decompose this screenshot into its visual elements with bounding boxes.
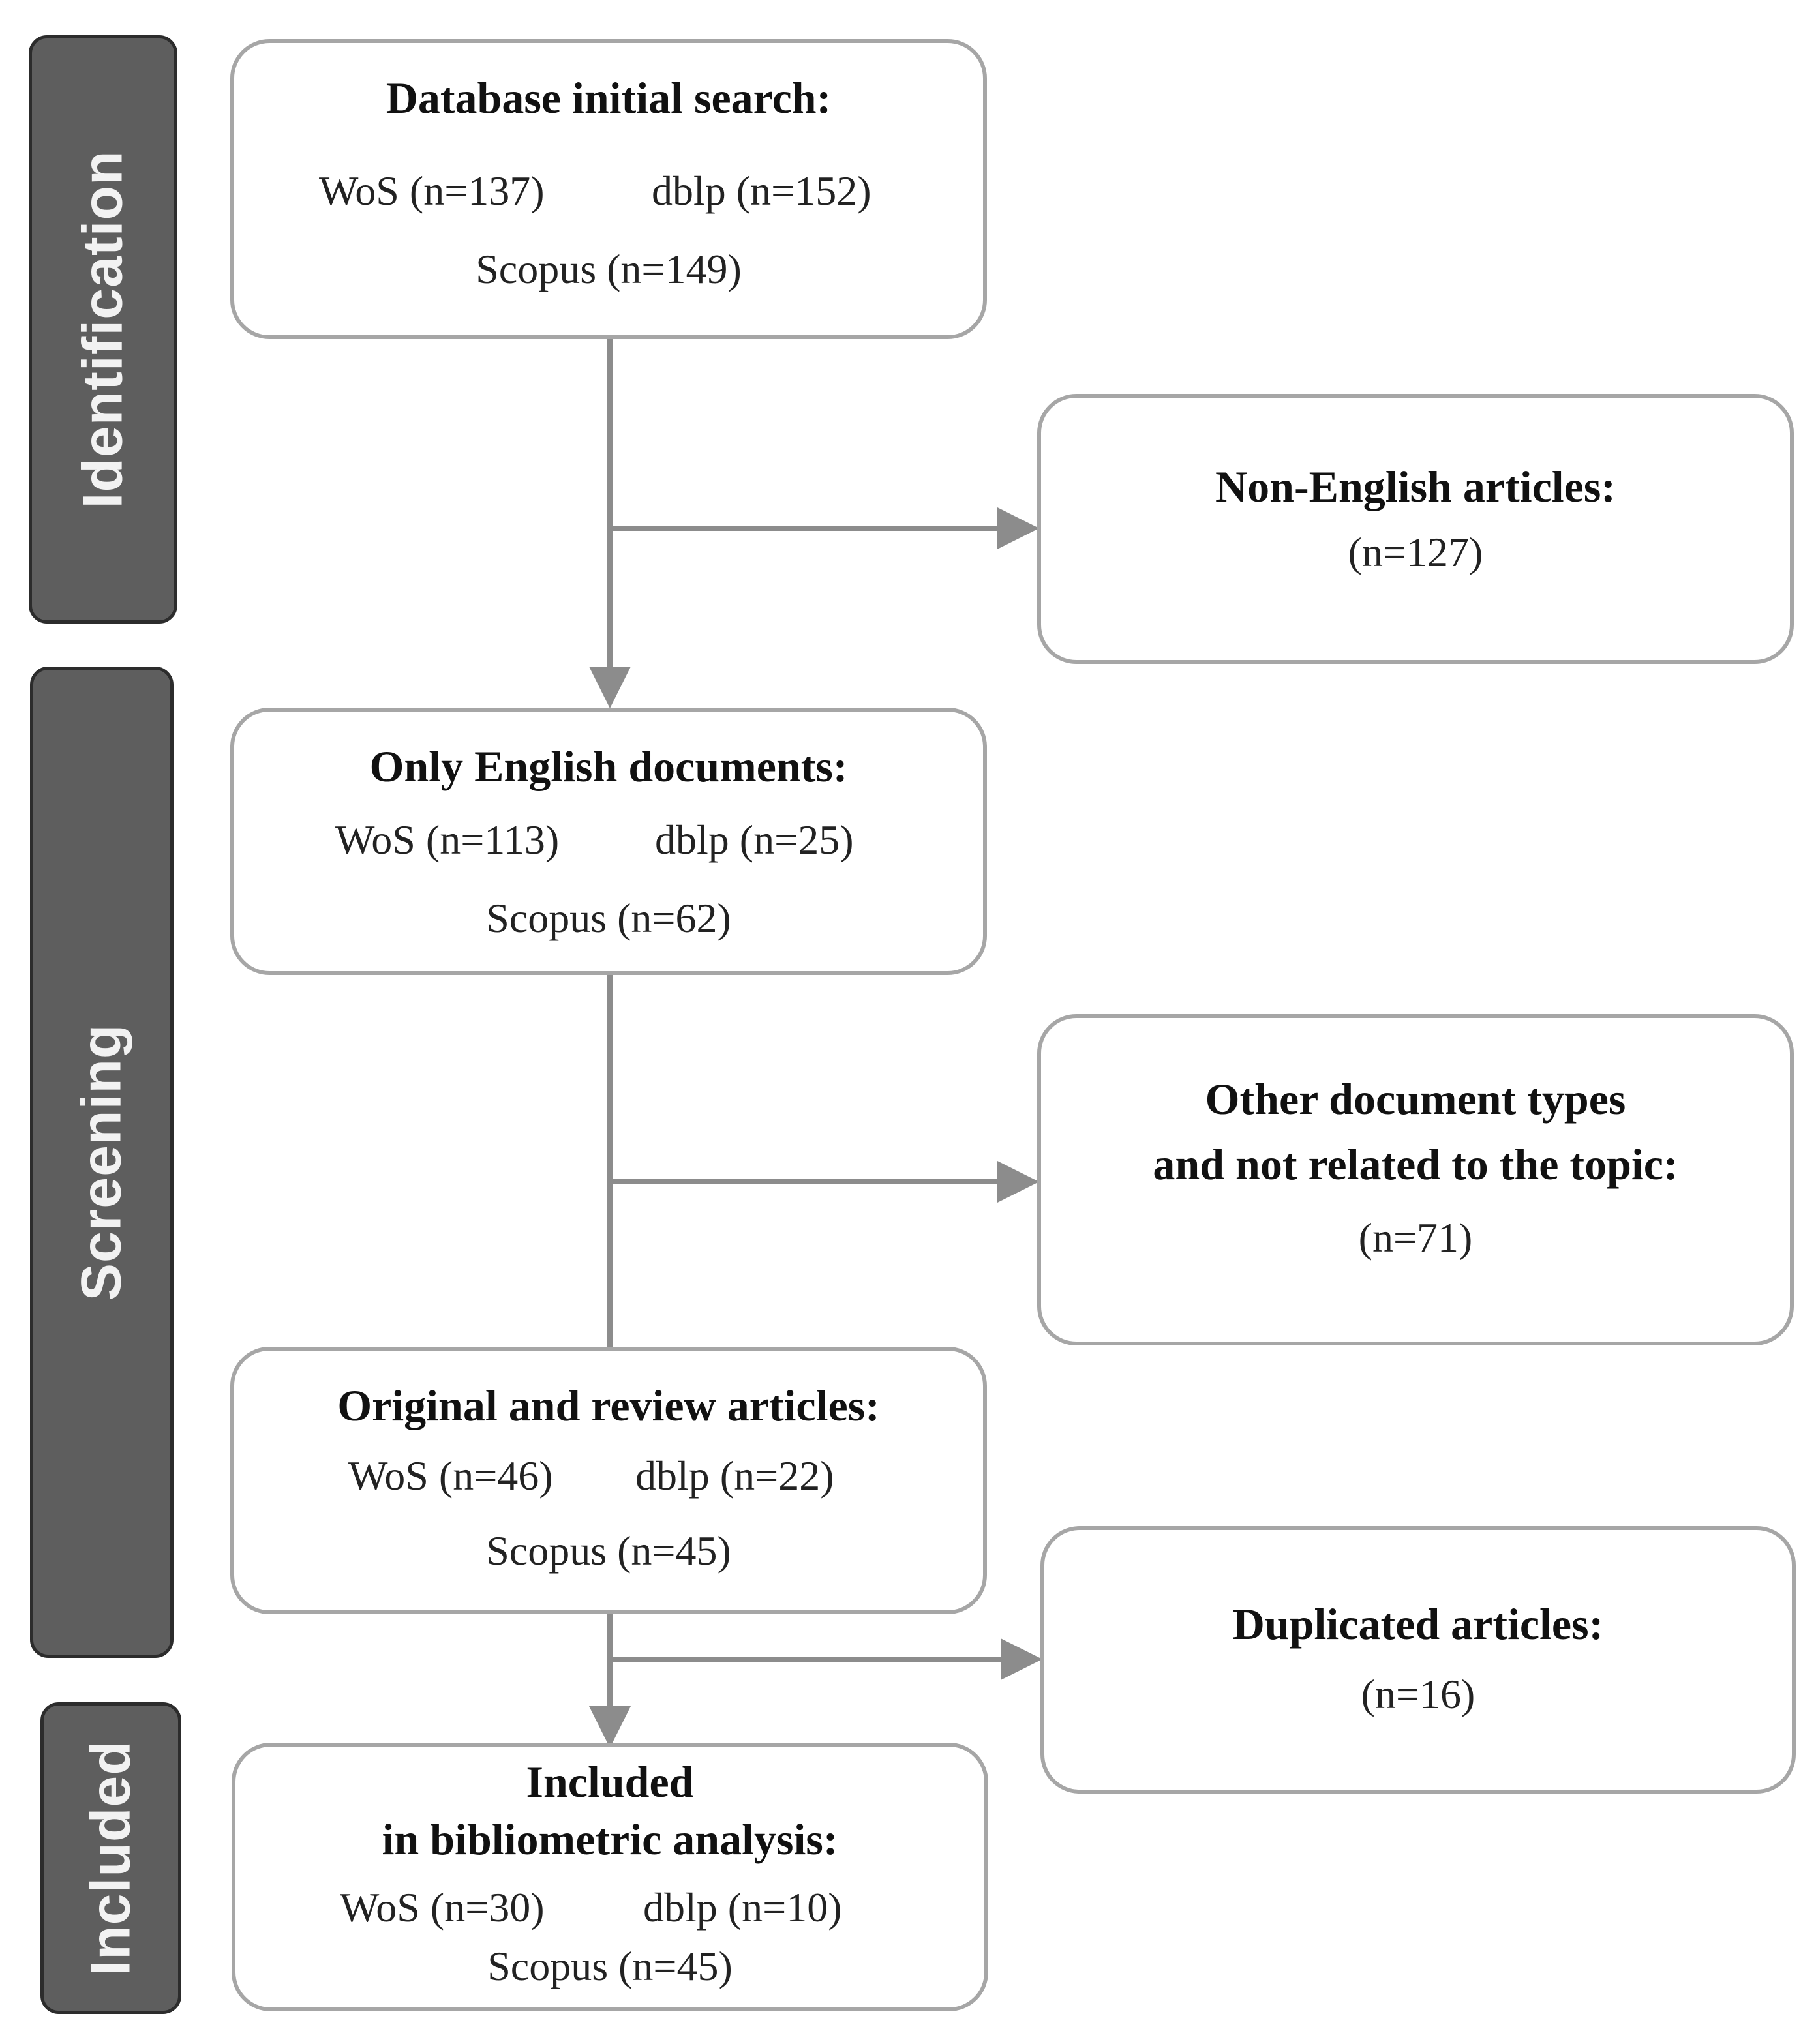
original-review-dblp: dblp (n=22) — [635, 1452, 834, 1499]
stage-screening-label: Screening — [70, 1023, 133, 1301]
box-included: Included in bibliometric analysis: WoS (… — [232, 1743, 988, 2011]
english-only-wos: WoS (n=113) — [335, 817, 560, 863]
box-duplicated: Duplicated articles: (n=16) — [1040, 1526, 1796, 1794]
stage-screening: Screening — [30, 667, 174, 1658]
english-only-scopus: Scopus (n=62) — [486, 895, 731, 941]
box-english-only: Only English documents: WoS (n=113) dblp… — [230, 708, 987, 975]
stage-included: Included — [40, 1702, 181, 2014]
included-dblp: dblp (n=10) — [643, 1884, 842, 1931]
stage-identification: Identification — [29, 35, 177, 624]
duplicated-title: Duplicated articles: — [1232, 1599, 1604, 1649]
duplicated-count: (n=16) — [1361, 1671, 1476, 1717]
original-review-title: Original and review articles: — [337, 1381, 880, 1430]
english-only-dblp: dblp (n=25) — [655, 817, 854, 863]
box-original-review: Original and review articles: WoS (n=46)… — [230, 1347, 987, 1614]
other-types-count: (n=71) — [1358, 1214, 1473, 1261]
box-other-types: Other document types and not related to … — [1037, 1014, 1794, 1345]
other-types-title-line2: and not related to the topic: — [1153, 1139, 1678, 1189]
box-non-english: Non-English articles: (n=127) — [1037, 394, 1794, 664]
stage-included-label: Included — [79, 1740, 142, 1976]
stage-identification-label: Identification — [71, 150, 134, 509]
original-review-scopus: Scopus (n=45) — [486, 1527, 731, 1574]
included-wos: WoS (n=30) — [340, 1884, 545, 1931]
original-review-wos: WoS (n=46) — [348, 1452, 553, 1499]
included-title-line1: Included — [526, 1757, 694, 1807]
included-title-line2: in bibliometric analysis: — [382, 1814, 838, 1864]
initial-search-dblp: dblp (n=152) — [652, 168, 871, 214]
initial-search-wos: WoS (n=137) — [319, 168, 545, 214]
initial-search-scopus: Scopus (n=149) — [476, 246, 742, 292]
box-initial-search: Database initial search: WoS (n=137) dbl… — [230, 39, 987, 339]
non-english-count: (n=127) — [1348, 529, 1483, 575]
non-english-title: Non-English articles: — [1215, 462, 1616, 511]
other-types-title-line1: Other document types — [1205, 1074, 1626, 1124]
included-scopus: Scopus (n=45) — [487, 1943, 733, 1989]
initial-search-title: Database initial search: — [386, 73, 832, 123]
english-only-title: Only English documents: — [369, 742, 848, 791]
